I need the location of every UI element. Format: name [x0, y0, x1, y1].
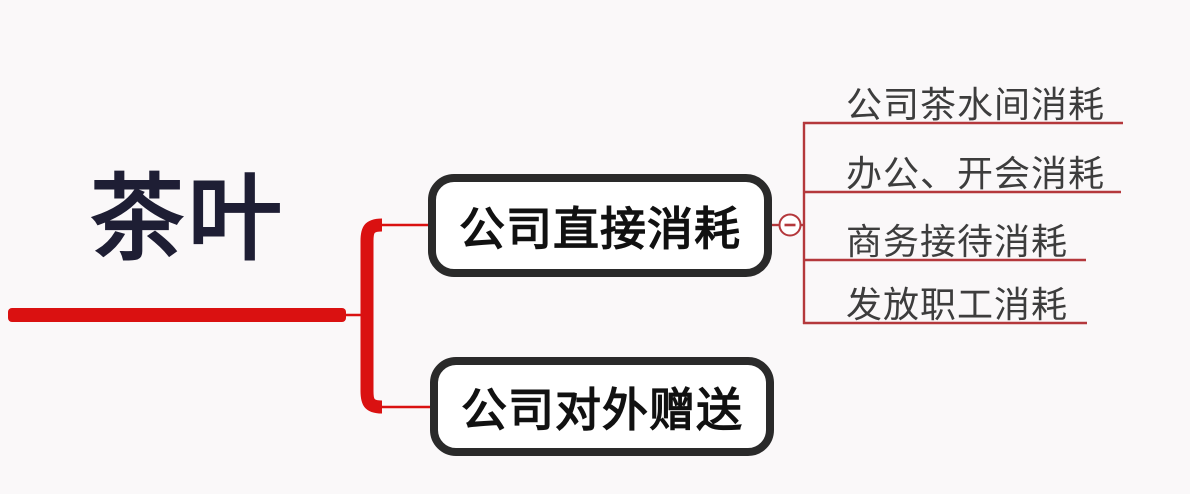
branch-node-direct-consumption[interactable]: 公司直接消耗 — [428, 174, 772, 277]
collapse-button[interactable] — [778, 213, 802, 237]
child-topic-business-reception-consumption[interactable]: 商务接待消耗 — [846, 222, 1069, 263]
child-topic-pantry-consumption[interactable]: 公司茶水间消耗 — [846, 85, 1106, 126]
branch-bracket-curve — [360, 218, 383, 414]
child-topic-office-meeting-consumption[interactable]: 办公、开会消耗 — [846, 154, 1106, 195]
branch-node-external-gift[interactable]: 公司对外赠送 — [430, 357, 774, 456]
child-topic-staff-distribution-consumption[interactable]: 发放职工消耗 — [846, 285, 1069, 326]
root-trunk-line — [8, 308, 346, 322]
root-topic[interactable]: 茶叶 — [90, 164, 287, 274]
